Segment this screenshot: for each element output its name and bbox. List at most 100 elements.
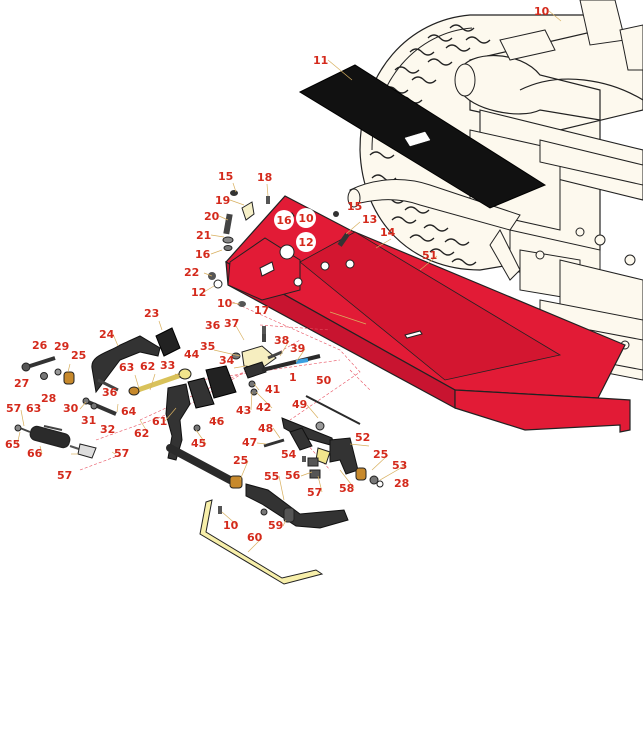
leader-line [250,391,253,411]
callout-12: 12 [298,236,313,249]
callout-57: 57 [57,469,72,482]
callout-50: 50 [316,374,332,387]
callout-57: 57 [307,486,322,499]
leader-line [231,302,241,305]
callout-26: 26 [32,339,48,352]
callout-31: 31 [81,414,96,427]
leader-line [210,249,223,255]
callout-36: 36 [205,319,221,332]
leader-line [213,349,241,357]
callout-52: 52 [355,431,370,444]
callout-57: 57 [6,402,21,415]
linkage-rod [199,499,324,585]
callout-28: 28 [394,477,409,490]
callout-43: 43 [236,404,251,417]
leader-line [139,419,149,434]
callout-41: 41 [265,383,280,396]
leader-line [203,285,215,293]
leader-line [67,363,71,373]
callout-38: 38 [274,334,289,347]
callout-badge-background [296,232,316,252]
callout-32: 32 [100,423,115,436]
callout-62: 62 [134,427,149,440]
leader-line [379,464,407,481]
leader-line [210,234,225,238]
leader-line [419,255,438,271]
hydraulic-tubes [454,0,643,131]
leader-line [306,404,319,419]
leader-line [253,383,260,391]
callout-56: 56 [285,469,301,482]
callout-1: 1 [289,371,297,384]
leader-line [282,519,287,527]
leader-line [327,59,353,81]
callout-39: 39 [290,342,305,355]
callout-59: 59 [268,519,283,532]
callout-54: 54 [281,448,297,461]
leader-line [164,407,177,422]
callout-63: 63 [26,402,41,415]
callout-13: 13 [362,213,377,226]
callout-11: 11 [313,54,328,67]
callout-29: 29 [54,340,69,353]
leader-line [266,183,269,197]
callout-12: 12 [191,286,206,299]
callout-42: 42 [256,401,271,414]
callout-25: 25 [233,454,248,467]
callout-19: 19 [215,194,230,207]
leader-line [209,417,225,423]
callout-62: 62 [140,360,155,373]
leader-line [174,373,181,377]
leader-line [272,427,281,439]
callout-53: 53 [392,459,407,472]
leader-line [317,475,323,493]
callout-17: 17 [254,304,269,317]
right-brake-assembly [263,395,384,488]
callout-45: 45 [191,437,206,450]
leader-line [229,199,245,206]
callout-10: 10 [534,5,550,18]
leader-line [218,215,229,221]
leader-line [79,401,87,410]
callout-15: 15 [218,170,233,183]
callout-16: 16 [195,248,211,261]
callout-48: 48 [258,422,273,435]
leader-line [339,469,355,489]
callout-44: 44 [184,348,200,361]
callout-49: 49 [292,398,307,411]
callout-25: 25 [71,349,86,362]
leader-line [203,272,213,277]
callout-badge-background [274,210,294,230]
leader-line [116,403,119,413]
leader-line [232,182,237,193]
leader-line [112,333,119,347]
leader-line [345,221,361,235]
leader-line [329,311,367,325]
callout-28: 28 [41,392,56,405]
callout-16: 16 [276,214,292,227]
leader-line [349,443,370,447]
left-pedal-assembly [14,327,192,459]
foot-plate [298,64,547,209]
callout-60: 60 [247,531,263,544]
callout-33: 33 [160,359,175,372]
pivot-bracket [231,334,321,396]
callout-21: 21 [196,229,211,242]
callout-23: 23 [144,307,159,320]
leader-line [278,475,285,501]
leader-line [149,373,156,391]
callout-64: 64 [121,405,137,418]
callout-55: 55 [264,470,279,483]
callout-14: 14 [380,226,396,239]
leader-line [39,445,43,455]
callout-36: 36 [102,386,118,399]
leader-line [235,325,245,341]
callout-15: 15 [347,200,362,213]
leader-line [221,511,239,527]
callout-58: 58 [339,482,354,495]
callout-10: 10 [217,297,233,310]
leader-line [158,320,163,331]
return-spring [29,425,71,449]
leader-line [239,460,249,481]
